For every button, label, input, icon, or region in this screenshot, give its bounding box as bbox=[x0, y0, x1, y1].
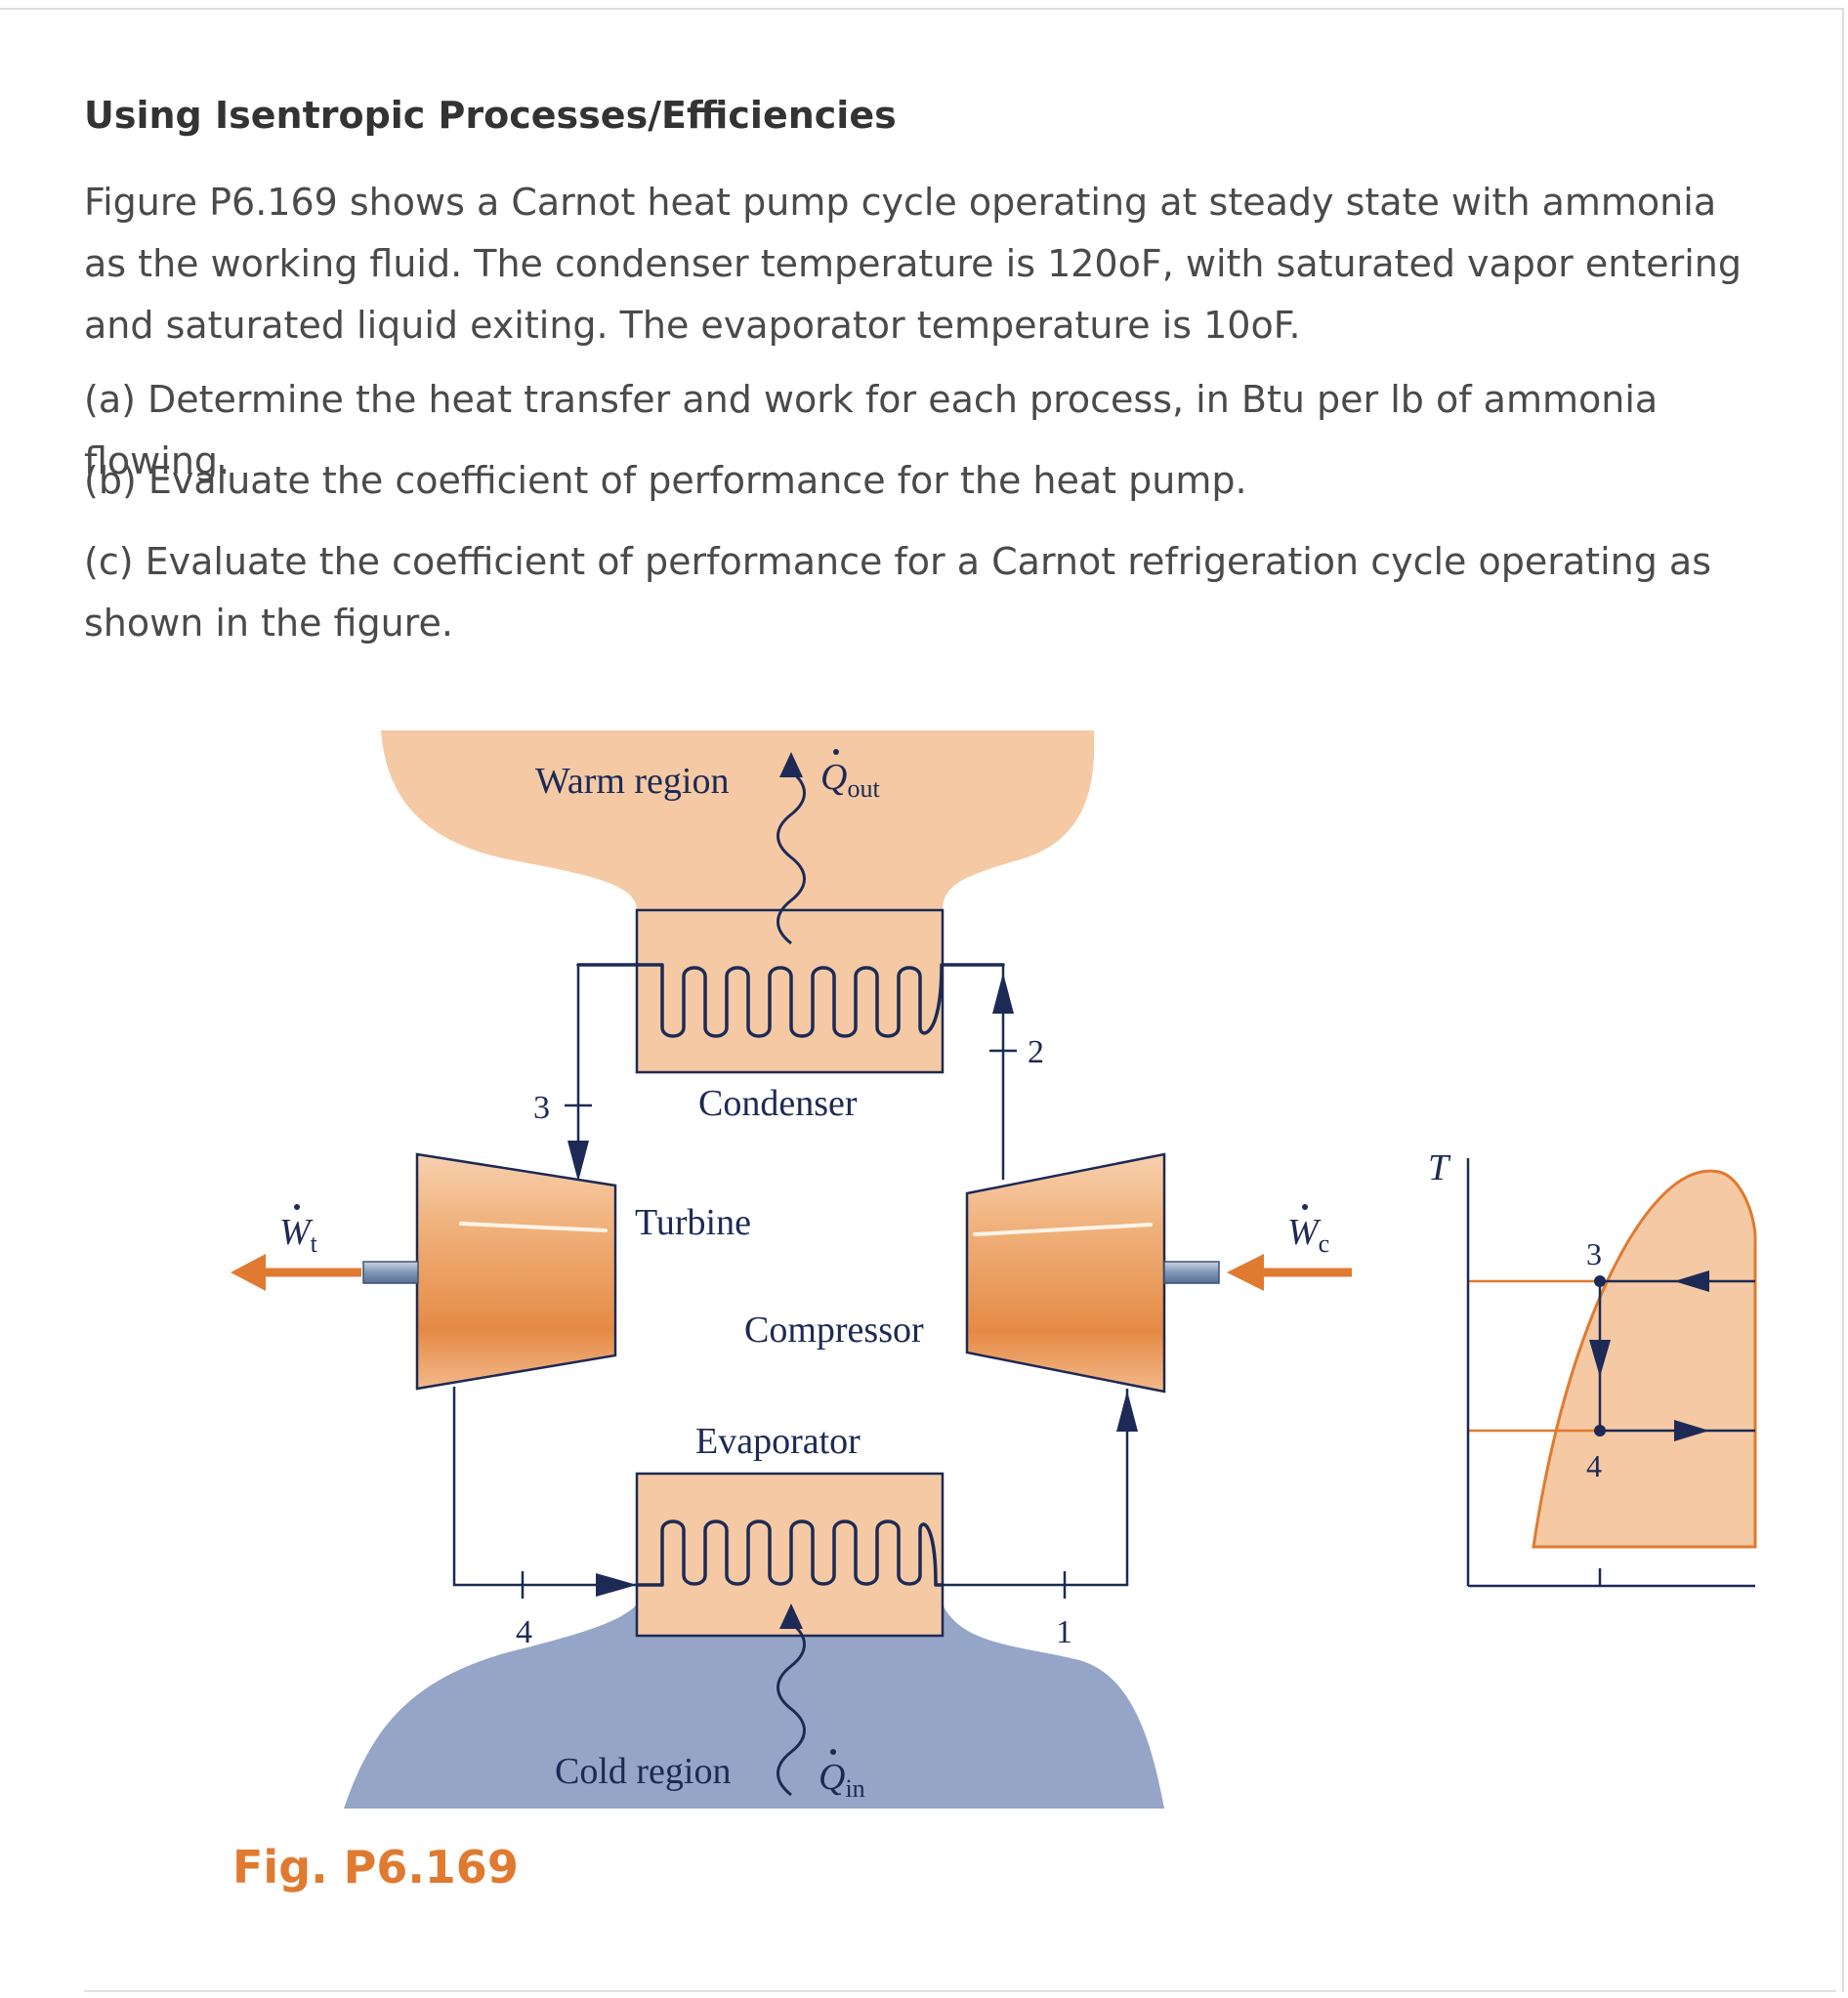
bottom-divider bbox=[84, 1990, 1836, 1992]
w-c-symbol: Wc bbox=[1287, 1212, 1329, 1258]
ts-t-axis-label: T bbox=[1428, 1147, 1451, 1188]
cold-region-shape bbox=[344, 1604, 1164, 1809]
state-3-label: 3 bbox=[533, 1090, 550, 1126]
cold-region-label: Cold region bbox=[555, 1751, 731, 1792]
q-out-symbol: Qout bbox=[820, 757, 880, 803]
problem-heading: Using Isentropic Processes/Efficiencies bbox=[84, 94, 897, 137]
q-out-wavy-line bbox=[777, 770, 806, 945]
warm-region-label: Warm region bbox=[535, 761, 729, 802]
state-2-label: 2 bbox=[1028, 1034, 1044, 1070]
ts-state-3-label: 3 bbox=[1586, 1236, 1602, 1271]
q-out-dot bbox=[833, 749, 839, 755]
condenser-coil bbox=[576, 963, 1005, 1038]
q-in-wavy-line bbox=[777, 1621, 806, 1797]
evaporator-label: Evaporator bbox=[695, 1421, 861, 1462]
turbine-shaft bbox=[362, 1261, 419, 1284]
q-in-dot bbox=[830, 1749, 836, 1755]
flow-arrow-3 bbox=[567, 1141, 589, 1182]
state-1-label: 1 bbox=[1056, 1614, 1072, 1650]
cycle-piping bbox=[452, 965, 1129, 1587]
warm-region-shape bbox=[381, 730, 1095, 910]
evaporator-coil bbox=[635, 1519, 945, 1587]
part-c-text: (c) Evaluate the coefficient of performa… bbox=[84, 540, 1711, 645]
ts-point-4 bbox=[1594, 1425, 1606, 1436]
compressor-label: Compressor bbox=[744, 1310, 924, 1351]
turbine-work-arrowhead bbox=[231, 1254, 266, 1291]
ts-state-4-label: 4 bbox=[1586, 1448, 1602, 1483]
condenser-label: Condenser bbox=[698, 1083, 858, 1124]
ts-diagram: T 3 4 bbox=[1428, 1147, 1757, 1588]
turbine-highlight bbox=[459, 1222, 608, 1232]
figure-caption: Fig. P6.169 bbox=[232, 1841, 519, 1894]
compressor-shaft bbox=[1163, 1261, 1220, 1284]
turbine-shape bbox=[415, 1152, 617, 1391]
ts-arrow-vertical bbox=[1589, 1340, 1611, 1377]
ts-two-phase-dome bbox=[1532, 1169, 1757, 1549]
q-in-symbol: Qin bbox=[819, 1757, 865, 1803]
flow-arrow-1 bbox=[1116, 1391, 1138, 1432]
w-t-dot bbox=[294, 1204, 300, 1210]
q-out-arrowhead bbox=[779, 752, 803, 777]
turbine-label: Turbine bbox=[635, 1202, 751, 1243]
ts-arrow-top bbox=[1674, 1270, 1709, 1292]
w-t-symbol: Wt bbox=[279, 1212, 318, 1258]
flow-arrow-2 bbox=[992, 973, 1014, 1014]
state-ticks bbox=[521, 1049, 1067, 1599]
part-b-text: (b) Evaluate the coefficient of performa… bbox=[84, 459, 1247, 502]
w-c-dot bbox=[1302, 1204, 1308, 1210]
flow-arrow-4 bbox=[596, 1573, 637, 1597]
compressor-shape bbox=[965, 1152, 1166, 1394]
state-4-label: 4 bbox=[516, 1614, 532, 1650]
compressor-highlight bbox=[973, 1223, 1153, 1236]
problem-intro: Figure P6.169 shows a Carnot heat pump c… bbox=[84, 181, 1742, 347]
q-in-arrowhead bbox=[779, 1603, 803, 1629]
ts-arrow-bottom bbox=[1674, 1420, 1709, 1441]
compressor-work-arrowhead bbox=[1227, 1254, 1264, 1291]
ts-point-3 bbox=[1594, 1275, 1606, 1287]
part-a-text: (a) Determine the heat transfer and work… bbox=[84, 378, 1659, 482]
